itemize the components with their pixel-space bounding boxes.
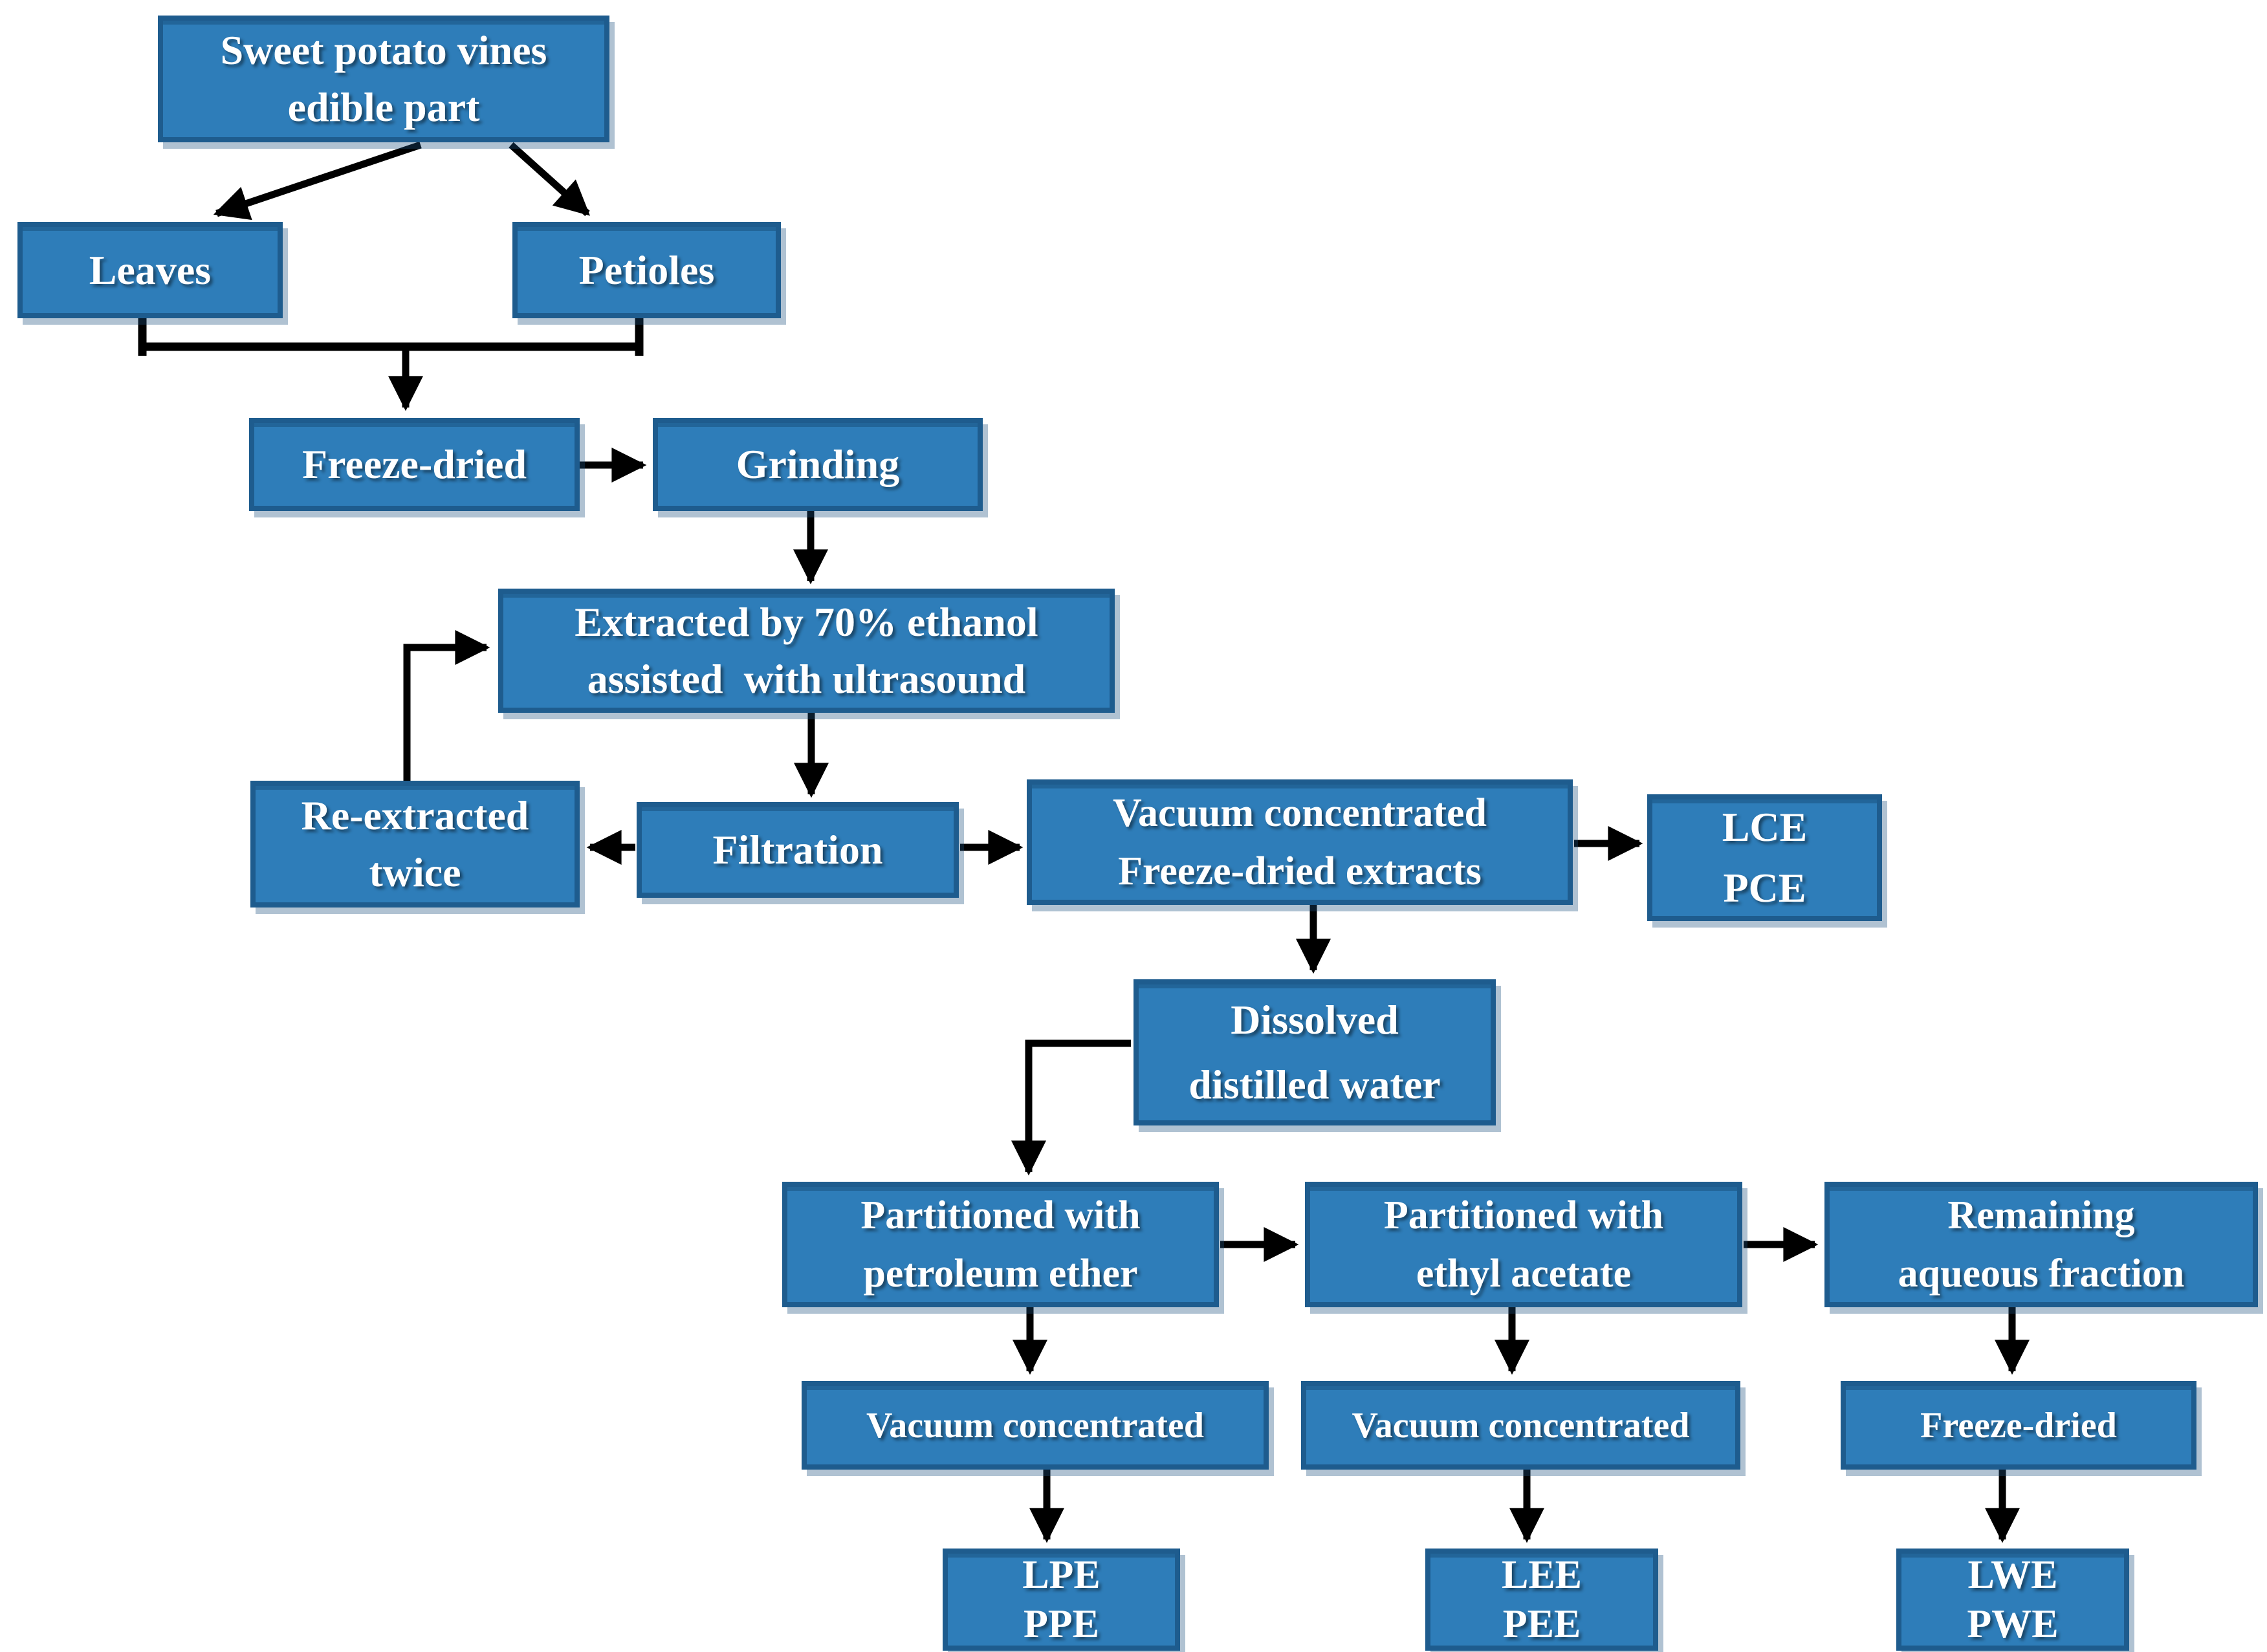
node-remaining-aqueous-fraction: Remaining aqueous fraction	[1824, 1182, 2258, 1307]
node-grinding: Grinding	[653, 418, 983, 511]
node-label: Freeze-dried	[301, 441, 527, 487]
node-lpe-ppe: LPE PPE	[943, 1549, 1180, 1651]
node-partitioned-petroleum-ether: Partitioned with petroleum ether	[782, 1182, 1219, 1307]
node-vacuum-concentrated-2: Vacuum concentrated	[1301, 1381, 1740, 1470]
arrow-source-to-petioles	[509, 142, 591, 217]
node-label: Re-extracted twice	[301, 792, 529, 895]
node-label: Grinding	[736, 441, 900, 487]
node-lwe-pwe: LWE PWE	[1896, 1549, 2129, 1651]
node-lce-pce: LCE PCE	[1647, 794, 1882, 921]
node-label: LCE PCE	[1722, 804, 1808, 911]
node-vacuum-concentrated-1: Vacuum concentrated	[802, 1381, 1269, 1470]
node-label: Petioles	[578, 246, 715, 293]
node-label: Remaining aqueous fraction	[1898, 1193, 2185, 1296]
node-label: Vacuum concentrated Freeze-dried extract…	[1112, 791, 1487, 893]
node-label: Extracted by 70% ethanol assisted with u…	[575, 599, 1038, 702]
node-label: Partitioned with petroleum ether	[860, 1193, 1141, 1296]
node-sweet-potato-vines: Sweet potato vines edible part	[158, 16, 609, 142]
node-petioles: Petioles	[512, 222, 781, 318]
arrow-dissolved-to-partitioned-pe	[1011, 1039, 1131, 1176]
arrow-re-extracted-to-extracted	[403, 630, 490, 784]
node-re-extracted-twice: Re-extracted twice	[250, 781, 580, 908]
node-label: Partitioned with ethyl acetate	[1383, 1193, 1664, 1296]
node-label: Filtration	[712, 827, 883, 873]
node-label: LEE PEE	[1501, 1553, 1583, 1646]
node-vacuum-concentrated-freeze-dried-extracts: Vacuum concentrated Freeze-dried extract…	[1027, 779, 1573, 905]
node-label: LWE PWE	[1967, 1553, 2059, 1646]
node-dissolved-distilled-water: Dissolved distilled water	[1134, 979, 1496, 1125]
node-leaves: Leaves	[17, 222, 283, 318]
node-freeze-dried-2: Freeze-dried	[1841, 1381, 2196, 1470]
node-extracted-ethanol: Extracted by 70% ethanol assisted with u…	[498, 589, 1115, 713]
node-filtration: Filtration	[637, 802, 959, 898]
node-label: Vacuum concentrated	[1352, 1405, 1690, 1446]
node-freeze-dried: Freeze-dried	[249, 418, 580, 511]
node-label: Dissolved distilled water	[1188, 997, 1441, 1107]
node-label: Vacuum concentrated	[866, 1405, 1205, 1446]
arrow-source-to-leaves	[213, 141, 422, 221]
node-label: LPE PPE	[1022, 1553, 1101, 1646]
node-label: Sweet potato vines edible part	[220, 27, 547, 130]
node-lee-pee: LEE PEE	[1425, 1549, 1658, 1651]
node-partitioned-ethyl-acetate: Partitioned with ethyl acetate	[1305, 1182, 1742, 1307]
node-label: Freeze-dried	[1920, 1405, 2117, 1446]
node-label: Leaves	[89, 246, 212, 293]
